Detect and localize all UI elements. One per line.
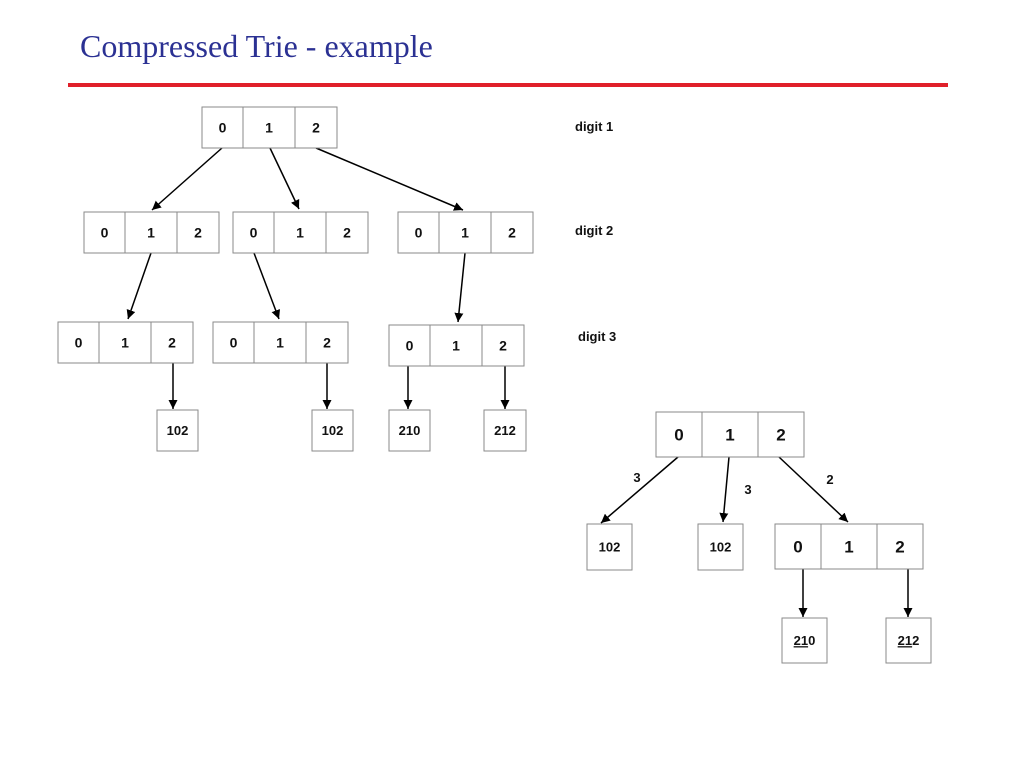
digit-cell-1: 1: [265, 120, 273, 136]
edge-arrow: [778, 456, 849, 523]
digit-cell-0: 0: [406, 338, 414, 354]
digit-cell-2: 2: [323, 335, 331, 351]
node-box: [397, 211, 534, 254]
digit-cell-0: 0: [230, 335, 238, 351]
shared-prefix: 21: [898, 633, 912, 648]
digit-cell-0: 0: [101, 225, 109, 241]
level2-node-1: 0 1 2: [232, 211, 369, 254]
level2-node-0: 0 1 2: [83, 211, 220, 254]
leaf-0: 102: [156, 409, 199, 452]
edge-arrow: [719, 456, 730, 523]
leaf-key: 210: [794, 633, 816, 648]
root-node: 0 1 2: [201, 106, 338, 149]
digit-cell-2: 2: [168, 335, 176, 351]
digit-cell-1: 1: [296, 225, 304, 241]
node-box: [57, 321, 194, 364]
digit-1-label: digit 1: [575, 119, 613, 134]
leaf-key: 210: [399, 423, 421, 438]
compressed-root-node: 0 1 2: [655, 411, 805, 458]
digit-cell-0: 0: [219, 120, 227, 136]
leaf-3: 212: [483, 409, 527, 452]
digit-cell-1: 1: [452, 338, 460, 354]
digit-cell-1: 1: [276, 335, 284, 351]
node-box: [655, 411, 805, 458]
digit-cell-1: 1: [147, 225, 155, 241]
digit-2-label: digit 2: [575, 223, 613, 238]
node-box: [774, 523, 924, 570]
digit-cell-1: 1: [725, 426, 734, 445]
compressed-leaf-3: 212: [885, 617, 932, 664]
leaf-key: 102: [167, 423, 189, 438]
leaf-key: 212: [898, 633, 920, 648]
edge-arrow: [126, 252, 152, 320]
shared-prefix: 21: [794, 633, 808, 648]
edge-arrow: [600, 456, 679, 524]
edge-arrow: [269, 147, 300, 210]
digit-cell-2: 2: [895, 538, 904, 557]
level2-node-2: 0 1 2: [397, 211, 534, 254]
compressed-leaf-1: 102: [697, 523, 744, 571]
digit-cell-2: 2: [194, 225, 202, 241]
leaf-1: 102: [311, 409, 354, 452]
digit-cell-2: 2: [312, 120, 320, 136]
digit-cell-0: 0: [415, 225, 423, 241]
node-box: [388, 324, 525, 367]
title-divider: [68, 83, 948, 87]
node-box: [83, 211, 220, 254]
skip-label-right: 2: [826, 472, 833, 487]
leaf-key: 102: [599, 540, 621, 555]
compressed-leaf-2: 210: [781, 617, 828, 664]
compressed-leaf-0: 102: [586, 523, 633, 571]
level3-node-2: 0 1 2: [388, 324, 525, 367]
skip-label-left: 3: [633, 470, 640, 485]
slide-title: Compressed Trie - example: [80, 28, 433, 64]
edge-arrow: [253, 252, 281, 320]
edge-arrow: [151, 147, 223, 211]
digit-cell-0: 0: [75, 335, 83, 351]
digit-cell-2: 2: [343, 225, 351, 241]
leaf-2: 210: [388, 409, 431, 452]
edge-arrow: [454, 252, 466, 323]
node-box: [212, 321, 349, 364]
digit-cell-1: 1: [844, 538, 853, 557]
key-suffix: 0: [808, 633, 815, 648]
level3-node-1: 0 1 2: [212, 321, 349, 364]
key-suffix: 2: [912, 633, 919, 648]
digit-cell-0: 0: [674, 426, 683, 445]
digit-cell-2: 2: [508, 225, 516, 241]
digit-cell-0: 0: [250, 225, 258, 241]
edge-arrow: [315, 147, 464, 211]
node-box: [201, 106, 338, 149]
leaf-key: 212: [494, 423, 516, 438]
level3-node-0: 0 1 2: [57, 321, 194, 364]
compressed-child-node: 0 1 2: [774, 523, 924, 570]
node-box: [232, 211, 369, 254]
leaf-key: 102: [322, 423, 344, 438]
digit-cell-0: 0: [793, 538, 802, 557]
digit-cell-1: 1: [121, 335, 129, 351]
digit-cell-1: 1: [461, 225, 469, 241]
leaf-key: 102: [710, 540, 732, 555]
digit-cell-2: 2: [776, 426, 785, 445]
skip-label-middle: 3: [744, 482, 751, 497]
digit-cell-2: 2: [499, 338, 507, 354]
digit-3-label: digit 3: [578, 329, 616, 344]
